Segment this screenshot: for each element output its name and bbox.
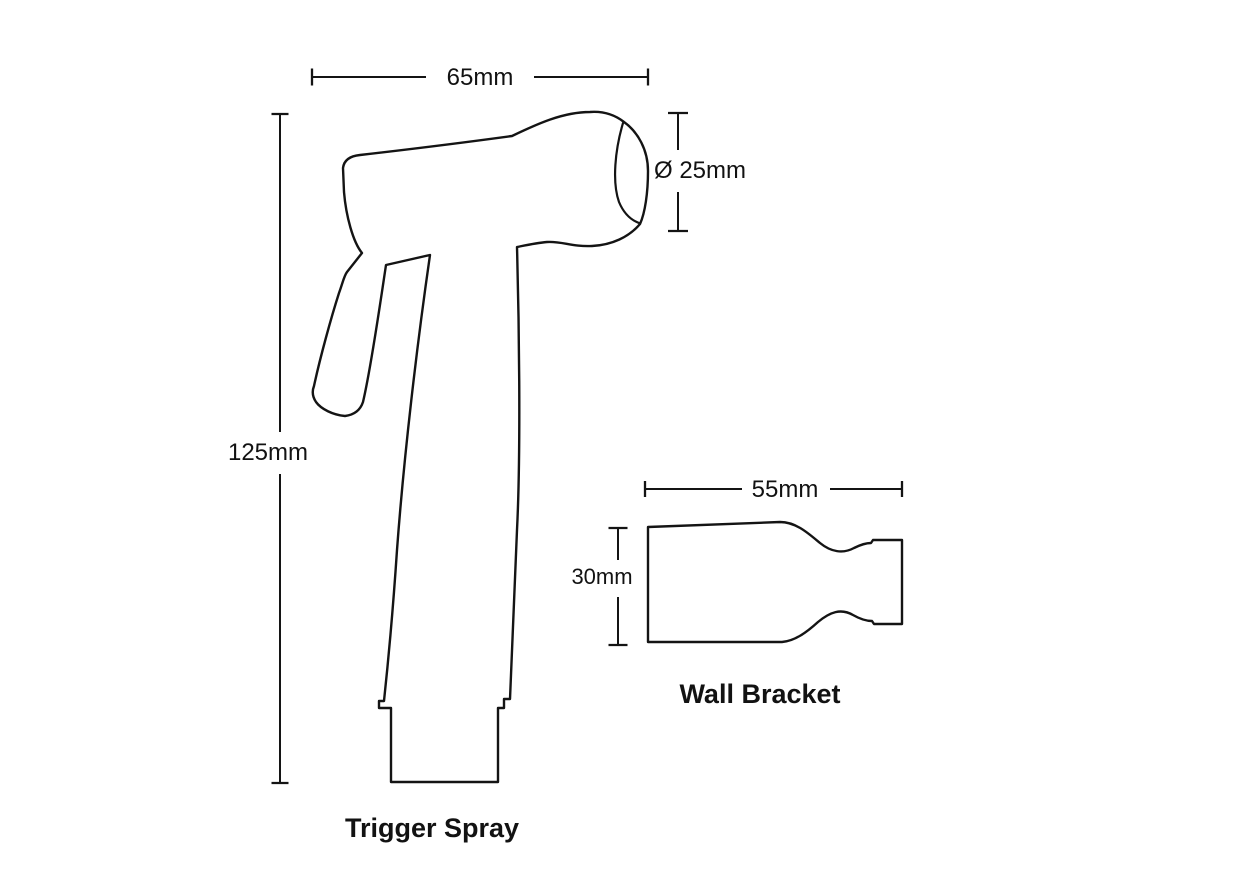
nozzle-opening-arc	[613, 121, 641, 225]
trigger-spray-title: Trigger Spray	[345, 813, 519, 843]
wall-bracket-outline	[646, 520, 904, 644]
trigger-height-dim-label: 125mm	[228, 439, 308, 466]
dim-bracket-height	[608, 526, 628, 647]
bracket-width-dim-label: 55mm	[752, 476, 819, 503]
line-art	[271, 68, 904, 785]
dim-trigger-width	[310, 68, 650, 86]
trigger-width-dim-label: 65mm	[447, 64, 514, 91]
wall-bracket-drawing	[608, 481, 904, 647]
trigger-spray-drawing	[271, 68, 688, 785]
dim-nozzle-diameter	[668, 111, 688, 233]
dim-trigger-height	[271, 112, 289, 785]
trigger-spray-outline	[311, 110, 650, 784]
dim-bracket-width	[643, 481, 904, 497]
labels: 65mm 125mm Ø 25mm 55mm 30mm Trigger Spra…	[228, 64, 841, 843]
wall-bracket-title: Wall Bracket	[679, 679, 840, 709]
bracket-height-dim-label: 30mm	[571, 564, 632, 589]
nozzle-diameter-dim-label: Ø 25mm	[654, 157, 746, 184]
